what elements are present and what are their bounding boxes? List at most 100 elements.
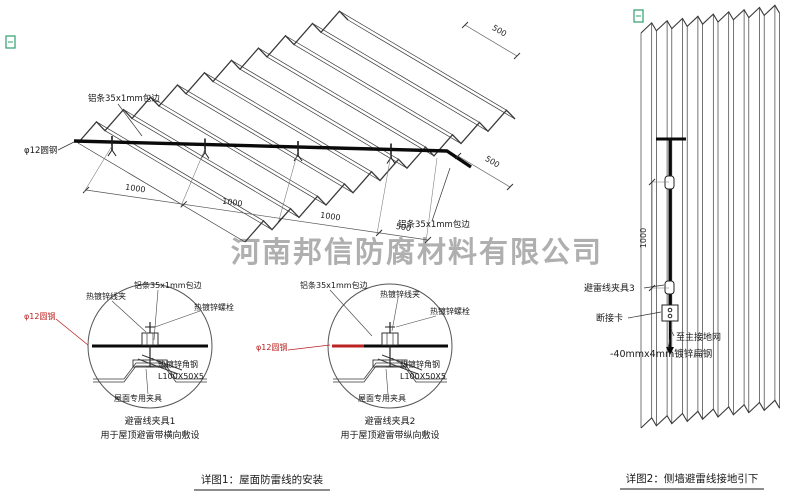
label-strip-1: 铝条35x1mm包边 (134, 280, 202, 290)
drawing-segment (204, 152, 210, 159)
drawing-segment (670, 329, 675, 337)
drawing-segment (320, 31, 489, 132)
drawing-segment (285, 35, 453, 136)
drawing-segment (83, 145, 113, 193)
clamp-detail-2 (287, 283, 453, 409)
drawing-segment (506, 183, 514, 191)
drawing-segment (180, 148, 206, 207)
clamp1-title: 避雷线夹具1 (125, 415, 176, 427)
wire-clip-shape (141, 332, 159, 346)
label-wire-clip-2: 热镀锌线夹 (380, 289, 420, 299)
wall-clamp-upper (664, 175, 675, 190)
watermark-text: 河南邦信防腐材料有限公司 (231, 235, 603, 269)
drawing-segment (57, 141, 75, 151)
label-disconnect-card: 断接卡 (596, 312, 623, 324)
drawing-segment (381, 354, 423, 371)
drawing-segment (454, 152, 462, 160)
clamp2-subtitle: 用于屋顶避雷带纵向敷设 (340, 429, 439, 441)
drawing-segment (627, 311, 662, 319)
drawing-segment (312, 23, 480, 123)
stamp-icon-left (5, 35, 16, 49)
label-aluminum-strip-top: 铝条35x1mm包边 (88, 93, 160, 104)
label-bolt-2: 热镀锌螺栓 (430, 306, 470, 316)
drawing-segment (329, 289, 373, 337)
roof-fixture-shape (132, 359, 168, 368)
drawing-segment (431, 167, 451, 222)
dim-label-1000-1: 1000 (125, 183, 146, 195)
drawing-segment (137, 358, 179, 375)
label-to-ground-grid: 至主接地网 (676, 331, 721, 343)
dim-label-500-top: 500 (490, 23, 508, 39)
drawing-segment (204, 72, 372, 172)
drawing-segment (185, 93, 354, 194)
dim-tick (648, 178, 656, 186)
roof-dimensions (82, 21, 521, 244)
drawing-segment (347, 19, 516, 120)
drawing-segment (278, 215, 285, 222)
dim-label-1000-2: 1000 (222, 197, 243, 209)
caption-detail-1: 详图1：屋面防雷线的安装 (201, 473, 324, 486)
drawing-segment (77, 142, 246, 243)
drawing-segment (111, 300, 147, 333)
drawing-segment (177, 84, 345, 185)
wall-clamp-lower (664, 280, 675, 295)
label-wall-clamp: 避雷线夹具3 (584, 282, 635, 294)
detail-circle (87, 283, 213, 409)
drawing-segment (287, 344, 331, 351)
drawing-segment (278, 150, 299, 221)
drawing-segment (377, 358, 419, 375)
caption-detail-2: 详图2：侧墙避雷线接地引下 (626, 472, 759, 485)
drawing-segment (667, 338, 671, 349)
disconnect-bolt-icon (667, 307, 673, 313)
lightning-wire (73, 139, 472, 169)
dim-tick (648, 284, 656, 292)
drawing-segment (107, 149, 113, 157)
label-strip-2: 铝条35x1mm包边 (300, 280, 368, 290)
label-wire-clip-1: 热镀锌线夹 (86, 291, 126, 301)
roof-fixture-shape (372, 359, 408, 368)
wall-corrugated-sheet (640, 4, 781, 429)
drawing-segment (158, 105, 327, 206)
drawing-segment (461, 21, 469, 29)
down-conductor (656, 137, 686, 355)
drawing-segment (293, 44, 462, 144)
roof-leader-lines (57, 103, 451, 222)
dim-label-500-right: 500 (483, 154, 501, 170)
disconnect-card-box (661, 304, 679, 322)
drawing-segment (123, 109, 291, 209)
dim-label-500-bottom: 500 (395, 222, 411, 233)
drawing-segment (244, 109, 516, 243)
clamp1-subtitle: 用于屋顶避雷带横向敷设 (100, 429, 199, 441)
label-round-steel-main: φ12圆钢 (24, 145, 57, 156)
drawing-segment (180, 200, 188, 208)
label-flat-steel: -40mmx4mm镀锌扁钢 (610, 348, 712, 360)
label-angle-steel-1: 热镀锌角钢 (158, 359, 198, 369)
drawing-segment (385, 368, 389, 395)
drawing-segment (239, 68, 408, 169)
drawing-segment (96, 121, 264, 222)
wall-leader-lines (627, 284, 675, 349)
drawing-segment (376, 153, 392, 235)
drawing-segment (231, 60, 399, 160)
stamp-shape (5, 35, 16, 49)
drawing-segment (117, 103, 143, 137)
drawing-segment (390, 157, 396, 164)
drawing-segment (212, 81, 381, 181)
drawing-segment (640, 4, 781, 34)
detail-circle (327, 283, 453, 409)
drawing-segment (153, 289, 159, 341)
stamp-icon-right (633, 9, 644, 23)
ground-arrow-icon (666, 347, 674, 355)
drawing-segment (425, 157, 438, 243)
dim-label-wall-1000: 1000 (639, 228, 648, 248)
label-round-steel-1: φ12圆钢 (24, 311, 55, 321)
wire-clip-shape (381, 332, 399, 346)
label-bolt-1: 热镀锌螺栓 (194, 302, 234, 312)
drawing-segment (85, 189, 429, 241)
drawing-segment (395, 315, 437, 328)
drawing-segment (141, 354, 183, 371)
drawing-segment (55, 318, 89, 346)
drawing-segment (131, 118, 300, 218)
